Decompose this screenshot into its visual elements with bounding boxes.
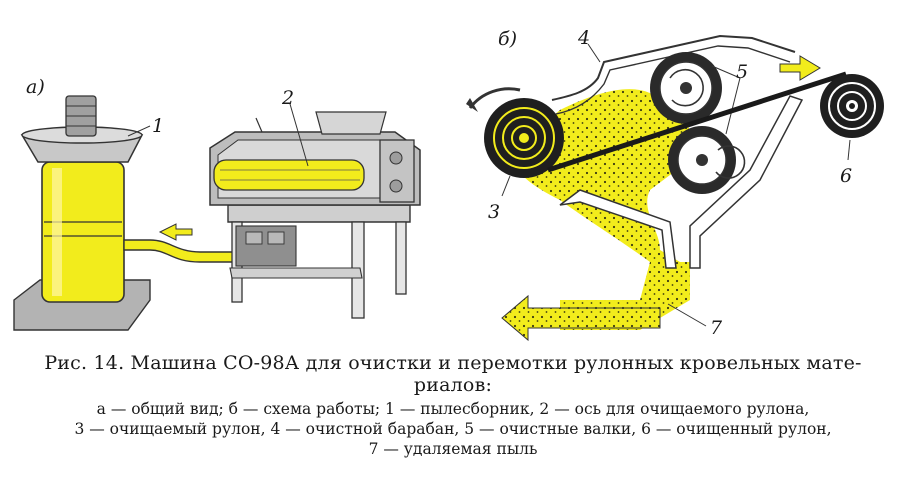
figure-caption: Рис. 14. Машина СО-98А для очистки и пер… [0, 352, 906, 459]
feed-arrow-icon [779, 55, 821, 81]
cleaning-brush-roll-upper [650, 52, 722, 124]
callout-4: 4 [577, 27, 590, 49]
panel-b-operating-scheme: б) 4 3 [466, 27, 884, 342]
callout-2: 2 [281, 87, 294, 109]
callout-7: 7 [710, 317, 723, 339]
caption-title: Рис. 14. Машина СО-98А для очистки и пер… [0, 352, 906, 396]
machine-illustration: а) 1 [13, 27, 884, 342]
caption-legend-line-2: 3 — очищаемый рулон, 4 — очистной бараба… [74, 420, 832, 438]
caption-legend: а — общий вид; б — схема работы; 1 — пыл… [0, 399, 906, 459]
roofing-strip [547, 71, 847, 173]
suction-duct [123, 239, 236, 263]
callout-3: 3 [488, 201, 500, 223]
caption-title-line-1: Рис. 14. Машина СО-98А для очистки и пер… [44, 352, 862, 374]
caption-title-line-2: риалов: [413, 374, 493, 396]
cleaning-machine [209, 111, 421, 319]
caption-legend-line-1: а — общий вид; б — схема работы; 1 — пыл… [96, 400, 810, 418]
roll-being-cleaned [484, 98, 564, 178]
dust-exit-arrow-icon [501, 294, 661, 342]
panel-a-label: а) [26, 76, 45, 98]
caption-legend-line-3: 7 — удаляемая пыль [368, 440, 538, 458]
cleaning-brush-roll-lower [668, 126, 746, 194]
cleaning-drum-casing [551, 34, 796, 101]
dust-collector [20, 95, 144, 303]
callout-5: 5 [736, 61, 748, 83]
panel-b-label: б) [498, 28, 517, 50]
cleaned-roll [820, 74, 884, 138]
panel-a-general-view: а) 1 [13, 76, 421, 331]
callout-6: 6 [840, 165, 852, 187]
callout-1: 1 [152, 115, 164, 137]
flow-arrow-icon [158, 223, 193, 241]
